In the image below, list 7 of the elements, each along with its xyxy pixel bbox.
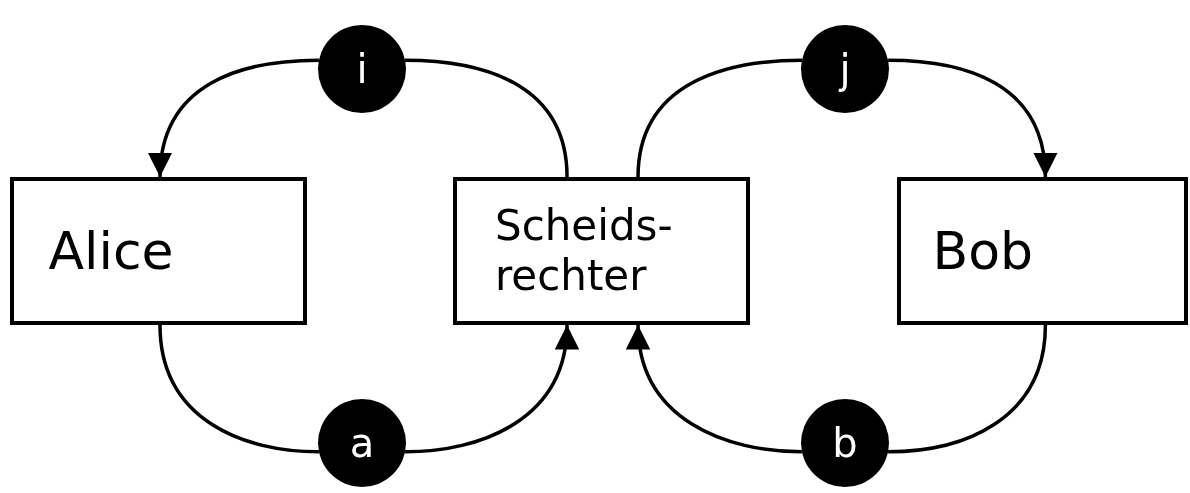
- party-box: Alice: [10, 177, 307, 325]
- party-box: Bob: [897, 177, 1188, 325]
- arrow: [405, 324, 578, 454]
- arrow: [888, 58, 1056, 178]
- party-box: Scheids- rechter: [453, 177, 750, 325]
- arrow: [627, 324, 802, 454]
- arrow: [149, 58, 319, 178]
